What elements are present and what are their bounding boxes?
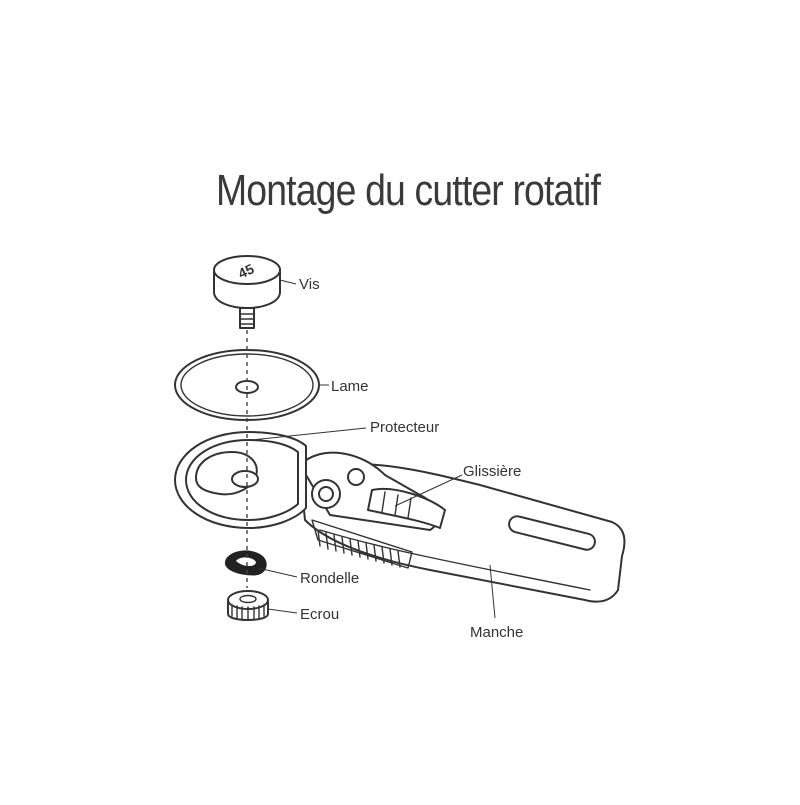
label-rondelle: Rondelle [300, 570, 359, 587]
label-glissiere: Glissière [463, 463, 521, 480]
label-protecteur: Protecteur [370, 419, 439, 436]
leader-vis [279, 279, 297, 285]
leader-manche [489, 564, 496, 619]
nut-part [227, 590, 269, 621]
leader-rondelle [257, 567, 298, 578]
label-ecrou: Ecrou [300, 606, 339, 623]
blade-part [174, 349, 320, 421]
leader-ecrou [267, 608, 298, 614]
screw-marking: 45 [236, 260, 257, 281]
label-vis: Vis [299, 276, 320, 293]
leader-glissiere [394, 474, 463, 507]
label-manche: Manche [470, 624, 523, 641]
washer-part [224, 550, 267, 576]
diagram-title: Montage du cutter rotatif [216, 166, 602, 215]
screw-part: 45 [213, 255, 281, 329]
label-lame: Lame [331, 378, 369, 395]
leader-protecteur [251, 427, 367, 441]
guard-part [174, 431, 307, 529]
